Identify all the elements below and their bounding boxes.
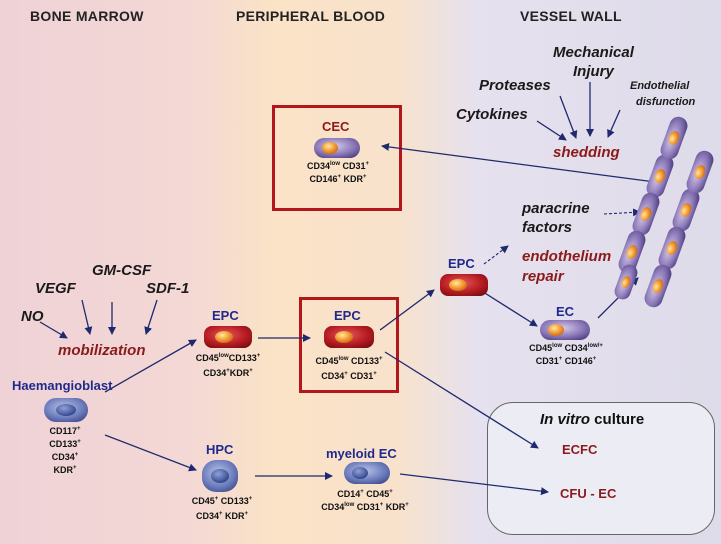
shedding-label: shedding (553, 144, 620, 161)
epc1-cell (204, 326, 252, 348)
arrow-myeloid-cfu (399, 473, 549, 496)
arrow-paracrine-vessel (603, 208, 641, 217)
zone-title-bone-marrow: BONE MARROW (30, 8, 144, 24)
hpc-markers: CD45+ CD133+ CD34+ KDR+ (191, 496, 253, 521)
arrow-vessel-cec (381, 142, 656, 183)
factor-vegf: VEGF (35, 280, 76, 297)
arrow-epc3-ec (479, 289, 538, 327)
paracrine-label: paracrine (522, 200, 590, 217)
cec-markers: CD34low CD31+ CD146+ KDR+ (306, 161, 370, 184)
arrow-cytokines-shedding (536, 120, 567, 141)
vessel-wall-cells (614, 116, 714, 308)
factors-label: factors (522, 219, 573, 236)
haemangioblast-label: Haemangioblast (12, 378, 113, 393)
in-vitro-culture-box (487, 402, 715, 535)
factor-disfunction: disfunction (636, 96, 696, 108)
ecfc-label: ECFC (562, 442, 598, 457)
ec-cell (540, 320, 590, 340)
cfu-ec-label: CFU - EC (560, 486, 617, 501)
factor-no: NO (21, 308, 44, 325)
arrow-epc2-ecfc (384, 351, 539, 449)
hpc-cell (202, 460, 238, 492)
arrow-no-mobilization (39, 321, 68, 339)
hpc-label: HPC (206, 442, 234, 457)
epc2-markers: CD45low CD133+ CD34+ CD31+ (315, 356, 383, 381)
myeloid-ec-markers: CD14+ CD45+ CD34low CD31+ KDR+ (321, 489, 409, 512)
factor-sdf-1: SDF-1 (146, 280, 190, 297)
arrow-haemangioblast-hpc (104, 434, 197, 472)
epc2-label: EPC (334, 308, 361, 323)
epc3-cell (440, 274, 488, 296)
cec-cell (314, 138, 360, 158)
ec-markers: CD45low CD34low/+ CD31+ CD146+ (529, 343, 603, 366)
cec-highlight-box (272, 105, 402, 211)
factor-mechanical: Mechanical (553, 44, 634, 61)
zone-title-peripheral-blood: PERIPHERAL BLOOD (236, 8, 386, 24)
repair-label: repair (522, 268, 564, 285)
factor-injury: Injury (573, 63, 614, 80)
endothelium-label: endothelium (522, 248, 612, 265)
epc2-cell (324, 326, 374, 348)
in-vitro-title: In vitro culture (540, 411, 645, 428)
myeloid-ec-label: myeloid EC (326, 446, 397, 461)
arrow-epc2-epc3 (379, 289, 435, 331)
zone-title-vessel-wall: VESSEL WALL (520, 8, 622, 24)
haemangioblast-cell (44, 398, 88, 422)
factor-proteases: Proteases (479, 77, 551, 94)
myeloid-ec-cell (344, 462, 390, 484)
arrow-endothelial-shedding (607, 109, 621, 138)
factor-cytokines: Cytokines (456, 106, 528, 123)
epc1-markers: CD45lowCD133+ CD34+KDR+ (195, 353, 261, 378)
mobilization-label: mobilization (58, 342, 146, 359)
arrow-sdf1-mobilization (144, 299, 158, 335)
epc-highlight-box (299, 297, 399, 393)
ec-label: EC (556, 304, 575, 319)
factor-endothelial: Endothelial (630, 80, 690, 92)
arrow-haemangioblast-epc (104, 339, 197, 393)
haemangioblast-markers: CD117+ CD133+ CD34+ KDR+ (49, 426, 81, 475)
arrow-proteases-shedding (559, 95, 578, 139)
epc1-label: EPC (212, 308, 239, 323)
arrow-epc3-paracrine (483, 245, 509, 265)
epc3-label: EPC (448, 256, 475, 271)
cec-label: CEC (322, 119, 350, 134)
factor-gm-csf: GM-CSF (92, 262, 152, 279)
arrow-vegf-mobilization (81, 299, 93, 335)
